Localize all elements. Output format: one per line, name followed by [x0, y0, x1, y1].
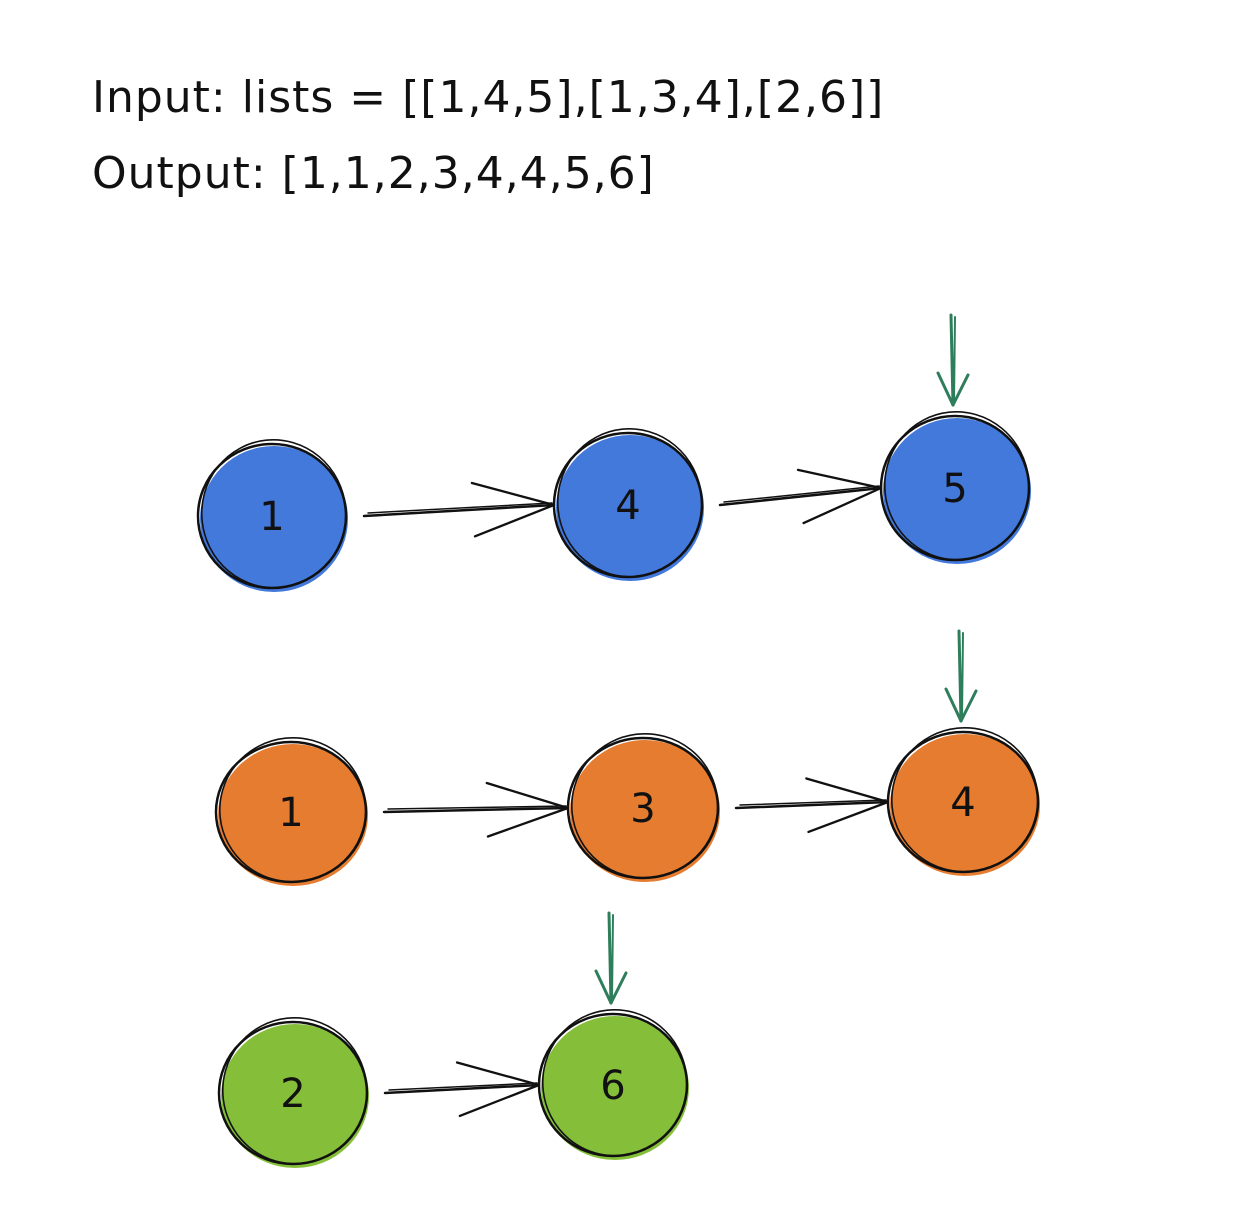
node-value: 6 — [600, 1063, 625, 1109]
node-outline-sketch — [570, 732, 719, 879]
node-value: 2 — [280, 1071, 305, 1117]
node-value: 4 — [615, 483, 640, 529]
node-fill — [221, 1024, 369, 1168]
output-text: Output: [1,1,2,3,4,4,5,6] — [92, 148, 655, 199]
node-value: 5 — [942, 466, 967, 512]
node-value: 3 — [630, 786, 655, 832]
list-1-pointer-arrow — [936, 313, 970, 407]
list-2-link-arrow — [734, 777, 890, 834]
list-3-pointer-arrow — [594, 911, 628, 1005]
list-2-node: 3 — [566, 732, 720, 882]
list-3-link-arrow — [383, 1061, 541, 1118]
list-2-pointer-arrow — [944, 629, 978, 723]
node-outline-sketch — [221, 1017, 368, 1165]
node-fill — [890, 734, 1040, 876]
node-fill — [556, 435, 704, 581]
node-fill — [570, 740, 720, 882]
node-fill — [218, 744, 368, 886]
node-fill — [883, 418, 1031, 564]
node-outline-sketch — [200, 439, 347, 589]
node-fill — [541, 1016, 689, 1160]
node-value: 4 — [950, 780, 975, 826]
node-outline-sketch — [218, 736, 367, 883]
list-2-node: 4 — [886, 726, 1040, 876]
list-1-link-arrow — [362, 481, 556, 538]
node-outline-sketch — [556, 428, 703, 578]
node-outline-sketch — [883, 411, 1030, 561]
input-text: Input: lists = [[1,4,5],[1,3,4],[2,6]] — [92, 72, 885, 123]
node-outline-sketch — [890, 726, 1039, 873]
list-3-node: 2 — [217, 1017, 369, 1168]
list-1-node: 4 — [552, 428, 704, 581]
list-2-node: 1 — [214, 736, 368, 886]
node-value: 1 — [278, 790, 303, 836]
list-2-link-arrow — [382, 781, 570, 838]
list-1-link-arrow — [718, 468, 883, 525]
node-outline-sketch — [541, 1009, 688, 1157]
node-value: 1 — [259, 494, 284, 540]
list-1-node: 1 — [196, 439, 348, 592]
list-1-node: 5 — [879, 411, 1031, 564]
list-3-node: 6 — [537, 1009, 689, 1160]
node-fill — [200, 446, 348, 592]
